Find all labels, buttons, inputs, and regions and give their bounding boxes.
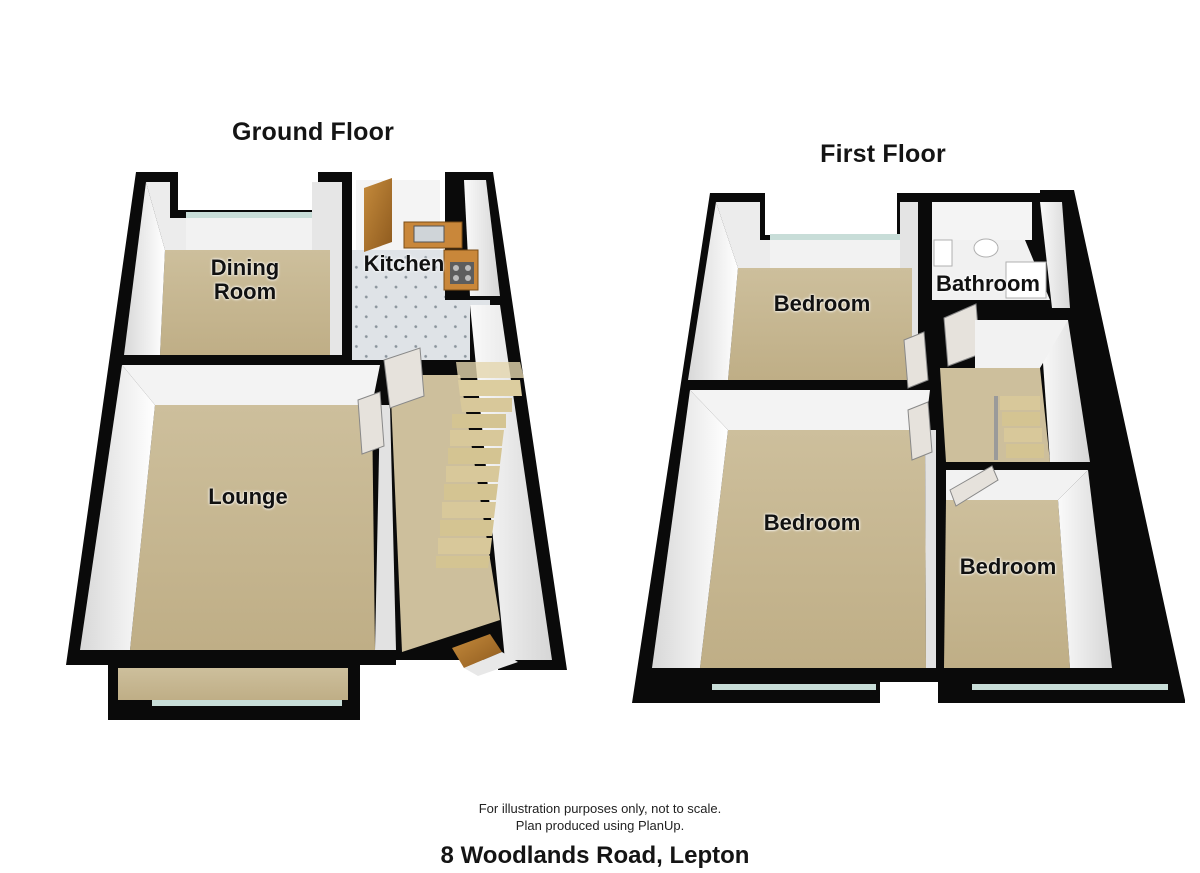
ground-floor-title: Ground Floor [231,118,395,146]
first-floor-plan [632,190,1185,703]
hob-ring [453,265,459,271]
room-label-line: Bedroom [773,291,871,316]
bedroom-small-wall-right [1058,470,1112,668]
bedroom-small-window [972,684,1168,690]
room-label-lounge: Lounge [208,485,287,509]
dining-room-wall-back [146,182,186,250]
hob-ring [465,275,471,281]
first-floor-title: First Floor [820,140,946,168]
landing-wall-right [1040,320,1090,462]
room-label-line: Lounge [208,484,288,509]
lounge-wall-back [122,365,380,405]
bedroom-top-wall-back [716,202,770,268]
kitchen-floor [352,250,490,360]
bedroom-large-wall-left [652,390,728,668]
lounge-window [152,700,342,706]
kitchen-sink [413,225,445,243]
room-label-bedroom-large: Bedroom [764,511,861,535]
hall-door [383,347,425,409]
hob-ring [465,265,471,271]
dining-room-wall-back2 [186,218,312,250]
disclaimer-line: For illustration purposes only, not to s… [478,801,722,816]
landing-wall-back [975,320,1068,368]
dining-room-wall-left [124,182,165,355]
property-address: 8 Woodlands Road, Lepton [440,842,750,869]
hob-ring [453,275,459,281]
room-label-line: Room [213,279,277,304]
lounge-floor [130,405,375,650]
bedroom-large-wall-right [925,430,936,668]
dining-room-window [186,212,312,218]
porch-step [464,652,518,676]
room-label-line: Dining [210,255,280,280]
room-label-line: Kitchen [363,251,445,276]
bathroom-wall-back [932,202,1032,240]
bedroom-top-wall-right [900,202,918,380]
disclaimer: For illustration purposes only, not to s… [479,800,722,834]
disclaimer-line: Plan produced using PlanUp. [515,818,685,833]
bedroom-top-floor [728,268,912,380]
room-label-bathroom: Bathroom [936,272,1040,296]
bedroom-small-floor [944,500,1070,668]
bedroom-top-wall-left [688,202,738,380]
lounge-door [357,391,385,455]
bedroom-top-window [770,234,900,240]
room-label-line: Bathroom [936,271,1040,296]
room-label-bedroom-top: Bedroom [774,292,871,316]
bedroom-large-window [712,684,876,690]
bedroom-large-door [907,401,933,461]
room-label-dining-room: Dining Room [211,256,279,304]
room-label-line: Bedroom [763,510,861,535]
landing-door [903,331,929,389]
dining-room-wall-right [312,182,342,355]
ground-floor-staircase [436,362,524,568]
bathroom-basin [973,238,999,258]
lounge-wall-right [375,405,396,650]
lounge-bay [118,668,348,700]
room-label-kitchen: Kitchen [364,252,445,276]
room-label-line: Bedroom [959,554,1057,579]
kitchen-door [364,178,392,252]
bathroom-bath [1005,261,1047,299]
room-label-bedroom-small: Bedroom [960,555,1057,579]
bathroom-wall-right [1040,202,1070,308]
dining-room-floor [160,250,330,355]
ground-floor-plan [66,172,567,720]
kitchen-hob [450,262,474,284]
bedroom-top-wall-back2 [770,240,900,268]
front-door [452,634,502,668]
bathroom-toilet [933,239,953,267]
bedroom-small-door [949,465,999,507]
bedroom-large-wall-back [690,390,930,430]
bedroom-large-floor [700,430,926,668]
first-floor-staircase [994,396,1044,460]
lounge-wall-left [80,365,155,650]
